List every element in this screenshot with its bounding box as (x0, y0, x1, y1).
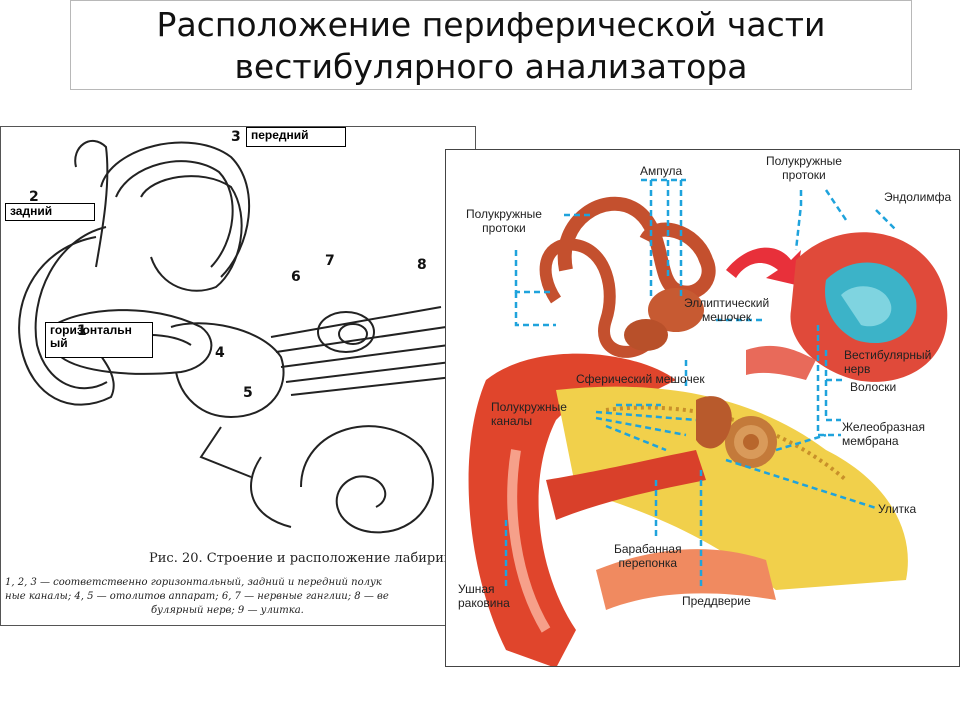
label-ducts-left-line-2: протоки (482, 221, 526, 235)
labyrinth-drawing-panel: передний задний горизонтальн ый 3 2 4 5 … (0, 126, 476, 626)
label-ducts-top-line-2: протоки (782, 168, 826, 182)
label-canals-line-2: каналы (491, 414, 533, 428)
label-membrane: Желеобразная мембрана (842, 420, 925, 448)
label-auricle-line-1: Ушная (458, 582, 495, 596)
number-2: 2 (29, 189, 39, 205)
cochlea (300, 425, 434, 534)
slide-title-line-2: вестибулярного анализатора (234, 47, 748, 86)
caption-line-2: ные каналы; 4, 5 — отолитов аппарат; 6, … (5, 591, 389, 602)
label-utricle-line-2: мешочек (702, 310, 752, 324)
label-canals-line-1: Полукружные (491, 400, 567, 414)
label-canals: Полукружные каналы (491, 400, 567, 428)
label-ducts-left: Полукружные протоки (466, 207, 542, 235)
ear-canal (546, 450, 706, 520)
number-6: 6 (291, 269, 301, 285)
label-utricle: Эллиптический мешочек (684, 296, 769, 324)
label-ampula: Ампула (640, 164, 683, 178)
label-vestibular-nerve-line-1: Вестибулярный (844, 348, 932, 362)
label-eardrum: Барабанная перепонка (614, 542, 682, 570)
label-ducts-top-line-1: Полукружные (766, 154, 842, 168)
posterior-canal (18, 236, 115, 406)
number-1: 1 (77, 323, 87, 339)
label-hairs: Волоски (850, 380, 897, 394)
label-posterior: задний (5, 203, 95, 221)
number-8: 8 (417, 257, 427, 273)
label-eardrum-line-2: перепонка (618, 556, 678, 570)
ear-illustration (468, 178, 948, 666)
label-auricle: Ушная раковина (458, 582, 510, 610)
label-endolymph: Эндолимфа (884, 190, 952, 204)
title-box: Расположение периферической части вестиб… (70, 0, 912, 90)
zoom-arrow (726, 247, 801, 285)
label-horizontal-line-1: горизонтальн (50, 323, 132, 337)
number-5: 5 (243, 385, 253, 401)
label-ducts-left-line-1: Полукружные (466, 207, 542, 221)
label-anterior: передний (246, 127, 346, 147)
caption-title: Рис. 20. Строение и расположение лабирин… (149, 551, 472, 566)
label-horizontal: горизонтальн ый (45, 322, 153, 358)
label-vestibular-nerve-line-2: нерв (844, 362, 871, 376)
vestibule (170, 322, 285, 419)
label-saccule: Сферический мешочек (576, 372, 705, 386)
number-7: 7 (325, 253, 335, 269)
label-membrane-line-1: Желеобразная (842, 420, 925, 434)
ear-illustration-panel: Полукружные протоки Ампула Полукружные п… (445, 149, 960, 667)
label-ducts-top: Полукружные протоки (766, 154, 842, 182)
label-horizontal-line-2: ый (50, 336, 68, 350)
number-4: 4 (215, 345, 225, 361)
label-vestibule: Преддверие (682, 594, 751, 608)
horizontal-canal (50, 309, 213, 375)
labyrinth-loops (557, 196, 716, 300)
number-3: 3 (231, 129, 241, 145)
label-membrane-line-2: мембрана (842, 434, 899, 448)
temporal-bone (556, 386, 908, 590)
label-cochlea: Улитка (878, 502, 917, 516)
utricle-shape (648, 288, 704, 332)
label-auricle-line-2: раковина (458, 596, 510, 610)
anterior-canal (100, 141, 251, 278)
labyrinth-drawing (18, 140, 454, 534)
label-eardrum-line-1: Барабанная (614, 542, 682, 556)
label-vestibular-nerve: Вестибулярный нерв (844, 348, 931, 376)
caption-line-1: 1, 2, 3 — соответственно горизонтальный,… (5, 577, 382, 588)
slide-title-line-1: Расположение периферической части (156, 5, 826, 44)
caption-line-3: булярный нерв; 9 — улитка. (151, 605, 304, 616)
label-utricle-line-1: Эллиптический (684, 296, 770, 310)
auricle-shape (468, 353, 676, 666)
